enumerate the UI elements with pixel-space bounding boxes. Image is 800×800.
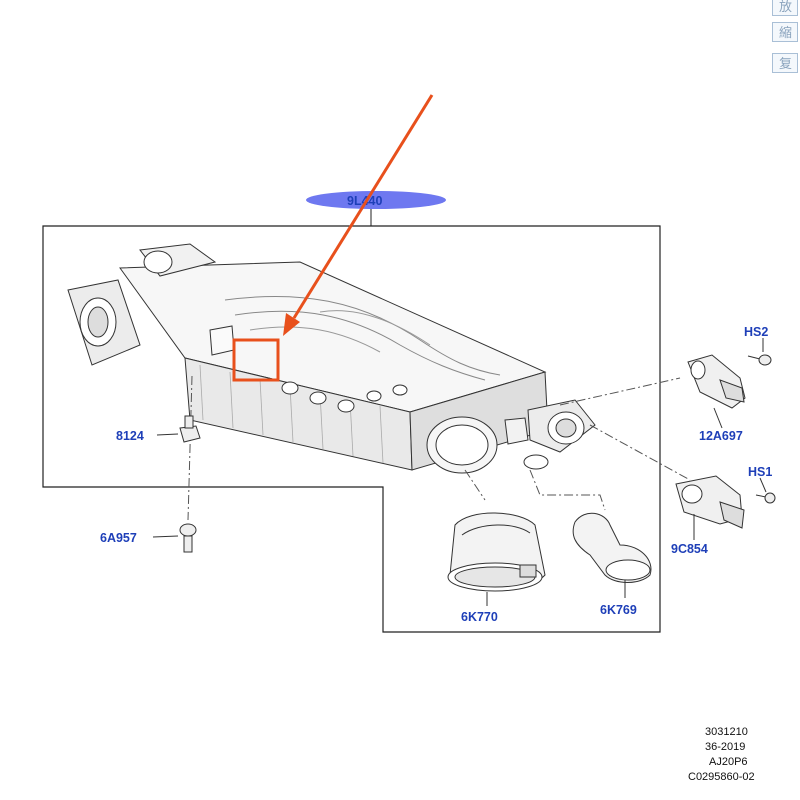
- leader-8124: [187, 375, 193, 521]
- leader-9c854: [589, 424, 691, 481]
- callout-6a957[interactable]: 6A957: [100, 531, 137, 545]
- arrow-head: [283, 313, 300, 336]
- zoom-in-button[interactable]: 放: [772, 0, 798, 16]
- reset-view-button[interactable]: 复: [772, 53, 798, 73]
- leader-6k769: [529, 469, 606, 511]
- leader-6k770: [464, 469, 486, 501]
- intercooler-assembly: [67, 243, 596, 474]
- screw-hs2: [747, 354, 772, 366]
- callout-6k769[interactable]: 6K769: [600, 603, 637, 617]
- callout-9c854[interactable]: 9C854: [671, 542, 708, 556]
- drawing-stamp: 3031210 36-2019 AJ20P6 C0295860-02: [688, 726, 755, 783]
- stamp-line-1: 3031210: [705, 726, 748, 738]
- callout-6k770[interactable]: 6K770: [461, 610, 498, 624]
- screw-hs1: [755, 492, 776, 504]
- highlight-box: [232, 338, 280, 382]
- sensor-12a697-drawing: [687, 354, 746, 409]
- sensor-9c854-drawing: [675, 475, 745, 529]
- hose-6k769-drawing: [572, 512, 652, 583]
- assembly-label-badge[interactable]: [306, 191, 446, 209]
- bolt-8124-drawing: [179, 415, 201, 443]
- assembly-frame: [42, 225, 661, 633]
- stamp-line-2: 36-2019: [705, 741, 745, 753]
- stud-6a957-drawing: [179, 523, 197, 553]
- callout-hs2[interactable]: HS2: [744, 325, 768, 339]
- leader-12a697: [559, 377, 681, 406]
- stamp-line-3: AJ20P6: [709, 756, 748, 768]
- hose-6k770-drawing: [447, 512, 546, 592]
- zoom-out-button[interactable]: 縮: [772, 22, 798, 42]
- callout-12a697[interactable]: 12A697: [699, 429, 743, 443]
- pointer-arrow: [292, 94, 434, 319]
- callout-hs1[interactable]: HS1: [748, 465, 772, 479]
- stamp-line-4: C0295860-02: [688, 771, 755, 783]
- callout-8124[interactable]: 8124: [116, 429, 144, 443]
